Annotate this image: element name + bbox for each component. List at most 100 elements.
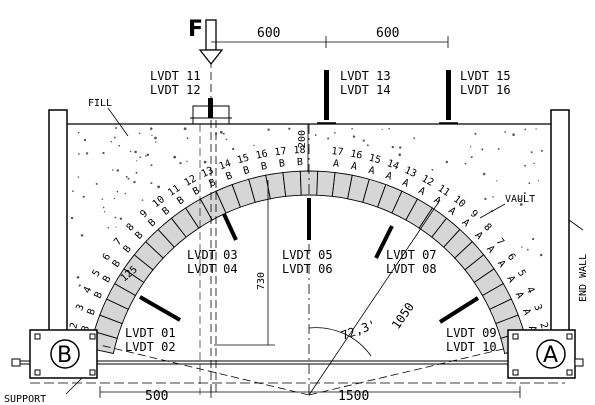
fill-grain (530, 151, 533, 154)
vault-leader (479, 203, 506, 219)
fill-grain (145, 155, 147, 157)
lvdt-08-label: LVDT 08 (386, 262, 437, 276)
fill-grain (533, 162, 535, 165)
fill-grain (78, 285, 80, 287)
fill-grain (445, 160, 449, 164)
end-wall-label: END WALL (578, 254, 589, 302)
fill-grain (129, 150, 132, 153)
fill-grain (398, 153, 401, 156)
fill-grain (113, 197, 116, 200)
joint-number-b: 13 (200, 165, 216, 180)
support-a-circle (536, 339, 566, 369)
fill-grain (102, 206, 105, 209)
fill-grain (173, 155, 177, 159)
fill-grain (77, 131, 80, 134)
fill-grain (115, 127, 118, 129)
fill-grain (85, 152, 89, 155)
dim-600-right: 600 (376, 26, 399, 41)
support-a-letter: A (543, 343, 558, 368)
fill-region (67, 112, 551, 335)
fill-grain (521, 246, 523, 248)
joint-number-b: 18 (293, 145, 305, 156)
fill-grain (136, 160, 138, 162)
force-arrow-icon (198, 19, 224, 66)
joint-number-b: 8 (125, 222, 137, 234)
fill-grain (186, 137, 189, 140)
fill-grain (219, 130, 223, 134)
fill-grain (314, 134, 317, 136)
fill-grain (540, 149, 543, 152)
lvdt-16-label: LVDT 16 (460, 83, 511, 97)
fill-grain (327, 137, 330, 140)
joint-side-b: B (146, 217, 158, 229)
fill-grain (78, 284, 81, 287)
fill-grain (80, 234, 84, 237)
joint-number-a: 9 (468, 208, 480, 220)
joint-number-a: 15 (367, 153, 382, 167)
joint-number-a: 5 (515, 268, 528, 279)
fill-grain (114, 216, 117, 219)
fill-grain (77, 176, 80, 178)
joint-number-a: 12 (419, 173, 435, 188)
fill-grain (496, 180, 498, 182)
fill-grain (203, 160, 207, 164)
vault (89, 170, 529, 354)
dim-1500: 1500 (338, 389, 369, 404)
fill-grain (141, 199, 144, 201)
joint-side-b: B (86, 307, 98, 317)
joint-side-b: B (80, 325, 92, 334)
fill-grain (155, 141, 157, 143)
fill-grain (288, 127, 291, 130)
joint-number-b: 17 (274, 146, 287, 158)
fill-grain (135, 171, 138, 174)
fill-grain (150, 182, 153, 185)
fill-grain (484, 197, 487, 201)
joint-side-b: B (242, 165, 251, 177)
fill-grain (110, 140, 113, 143)
support-bolts (11, 333, 584, 376)
joint-side-a: A (526, 325, 538, 334)
fill-grain (139, 156, 142, 159)
fill-grain (492, 196, 494, 198)
fill-grain (381, 128, 383, 131)
fill-grain (464, 162, 467, 165)
joint-side-b: B (191, 185, 202, 198)
fill-grain (72, 190, 74, 193)
lvdt-05-label: LVDT 05 (282, 248, 333, 262)
fill-grain (535, 128, 537, 130)
fill-grain (504, 131, 506, 133)
joint-side-b: B (260, 161, 268, 173)
joint-side-a: A (384, 170, 393, 182)
lvdt-09-bar (438, 296, 480, 324)
fill-grain (334, 131, 336, 134)
joint-number-a: 8 (481, 222, 493, 234)
joint-number-b: 7 (112, 236, 124, 248)
joint-number-a: 2 (537, 321, 549, 330)
fill-grain (413, 137, 416, 140)
end-wall-leader (568, 219, 584, 231)
voussoir-block (282, 170, 302, 197)
joint-number-b: 5 (91, 268, 104, 279)
joint-number-b: 9 (138, 208, 150, 220)
lvdt-13-bar (324, 70, 329, 120)
joint-side-a: A (460, 217, 472, 229)
joint-side-a: A (400, 177, 410, 190)
fill-grain (101, 198, 104, 200)
joint-number-b: 15 (236, 153, 251, 167)
fill-grain (431, 168, 434, 171)
fill-grain (76, 276, 80, 279)
joint-side-a: A (504, 274, 517, 285)
lvdt-14-label: LVDT 14 (340, 83, 391, 97)
fill-texture (70, 127, 543, 287)
lvdt-07-bar (374, 225, 394, 259)
fill-grain (154, 136, 157, 140)
joint-number-b: 14 (218, 158, 233, 172)
fill-grain (179, 161, 182, 165)
fill-grain (157, 185, 161, 189)
joint-side-a: A (472, 230, 484, 242)
joint-number-b: 2 (68, 321, 80, 330)
support-label: SUPPORT (4, 394, 46, 405)
lvdt-15-label: LVDT 15 (460, 69, 511, 83)
fill-grain (116, 169, 120, 172)
